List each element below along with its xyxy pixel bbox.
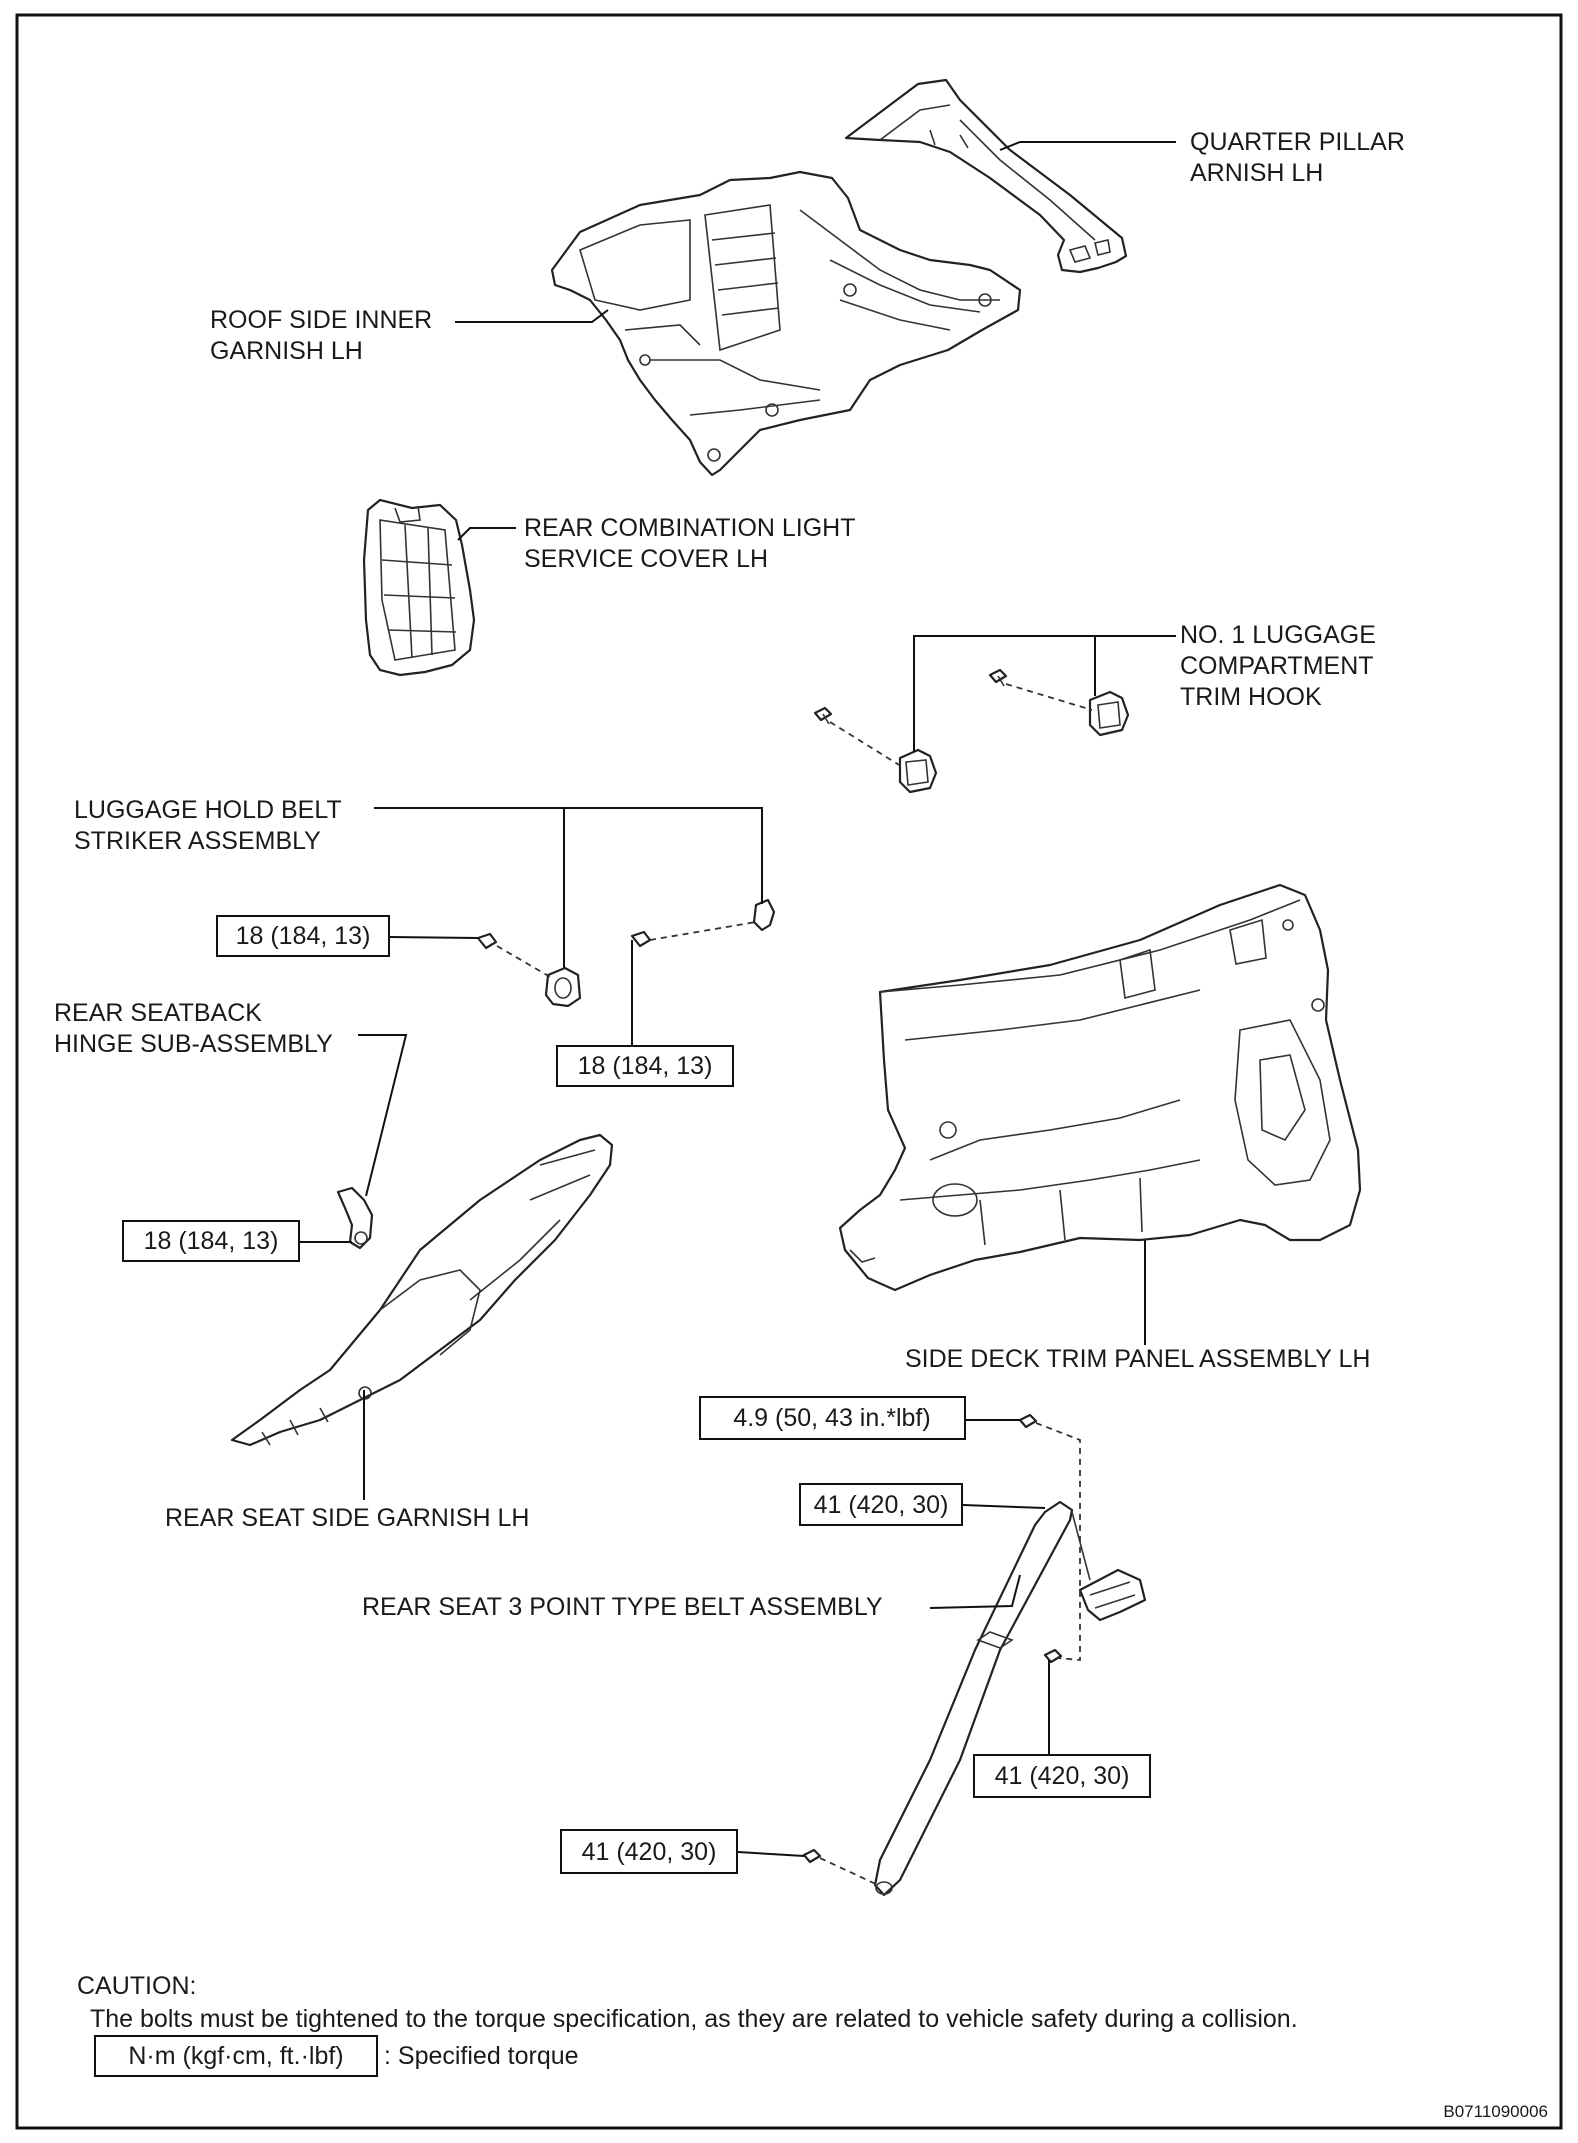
label-quarter-pillar-1: QUARTER PILLAR xyxy=(1190,128,1405,156)
rear-seatback-hinge-part xyxy=(336,1186,374,1250)
rear-combination-light-service-cover-part xyxy=(362,498,476,677)
svg-text:18 (184, 13): 18 (184, 13) xyxy=(236,922,371,950)
label-seatback-hinge-1: REAR SEATBACK xyxy=(54,999,262,1027)
label-luggage-hook-2: COMPARTMENT xyxy=(1180,652,1374,680)
label-rear-combo-2: SERVICE COVER LH xyxy=(524,545,768,573)
label-side-deck: SIDE DECK TRIM PANEL ASSEMBLY LH xyxy=(905,1345,1370,1373)
label-roof-side-1: ROOF SIDE INNER xyxy=(210,306,432,334)
label-seatback-hinge-2: HINGE SUB-ASSEMBLY xyxy=(54,1030,333,1058)
label-hold-belt-1: LUGGAGE HOLD BELT xyxy=(74,796,342,824)
side-deck-trim-panel-part xyxy=(838,883,1362,1292)
luggage-hold-belt-striker-parts xyxy=(476,898,776,1008)
torque-spec-3: 18 (184, 13) xyxy=(122,1220,300,1262)
torque-legend-box-text: N·m (kgf·cm, ft.·lbf) xyxy=(128,2042,343,2070)
figure-id: B0711090006 xyxy=(1443,2102,1548,2121)
svg-text:41 (420, 30): 41 (420, 30) xyxy=(995,1762,1130,1790)
label-belt-assembly: REAR SEAT 3 POINT TYPE BELT ASSEMBLY xyxy=(362,1593,883,1621)
label-rear-combo-1: REAR COMBINATION LIGHT xyxy=(524,514,856,542)
torque-legend: N·m (kgf·cm, ft.·lbf) : Specified torque xyxy=(94,2035,579,2077)
rear-seat-side-garnish-part xyxy=(230,1133,614,1447)
torque-spec-6: 41 (420, 30) xyxy=(973,1754,1151,1798)
label-roof-side-2: GARNISH LH xyxy=(210,337,363,365)
label-quarter-pillar-2: ARNISH LH xyxy=(1190,159,1323,187)
torque-spec-1: 18 (184, 13) xyxy=(216,915,390,957)
leader-lines xyxy=(300,141,1176,1857)
label-luggage-hook-1: NO. 1 LUGGAGE xyxy=(1180,621,1376,649)
rear-seat-3-point-belt-part xyxy=(802,1413,1147,1897)
luggage-compartment-trim-hook-parts xyxy=(813,668,1130,794)
svg-text:18 (184, 13): 18 (184, 13) xyxy=(578,1052,713,1080)
torque-spec-5: 41 (420, 30) xyxy=(799,1483,963,1526)
diagram-frame xyxy=(15,13,1563,2130)
svg-text:18 (184, 13): 18 (184, 13) xyxy=(144,1227,279,1255)
torque-legend-text: : Specified torque xyxy=(384,2042,579,2070)
svg-text:41 (420, 30): 41 (420, 30) xyxy=(814,1491,949,1519)
roof-side-inner-garnish-part xyxy=(550,170,1022,477)
svg-text:41 (420, 30): 41 (420, 30) xyxy=(582,1838,717,1866)
caution-title: CAUTION: xyxy=(77,1972,196,2000)
caution-text: The bolts must be tightened to the torqu… xyxy=(90,2005,1298,2033)
quarter-pillar-garnish-part xyxy=(844,78,1128,274)
torque-spec-7: 41 (420, 30) xyxy=(560,1829,738,1874)
torque-spec-2: 18 (184, 13) xyxy=(556,1045,734,1087)
torque-spec-4: 4.9 (50, 43 in.*lbf) xyxy=(699,1396,966,1440)
label-seat-side-garnish: REAR SEAT SIDE GARNISH LH xyxy=(165,1504,529,1532)
label-hold-belt-2: STRIKER ASSEMBLY xyxy=(74,827,321,855)
label-luggage-hook-3: TRIM HOOK xyxy=(1180,683,1322,711)
svg-text:4.9 (50, 43 in.*lbf): 4.9 (50, 43 in.*lbf) xyxy=(733,1404,930,1432)
